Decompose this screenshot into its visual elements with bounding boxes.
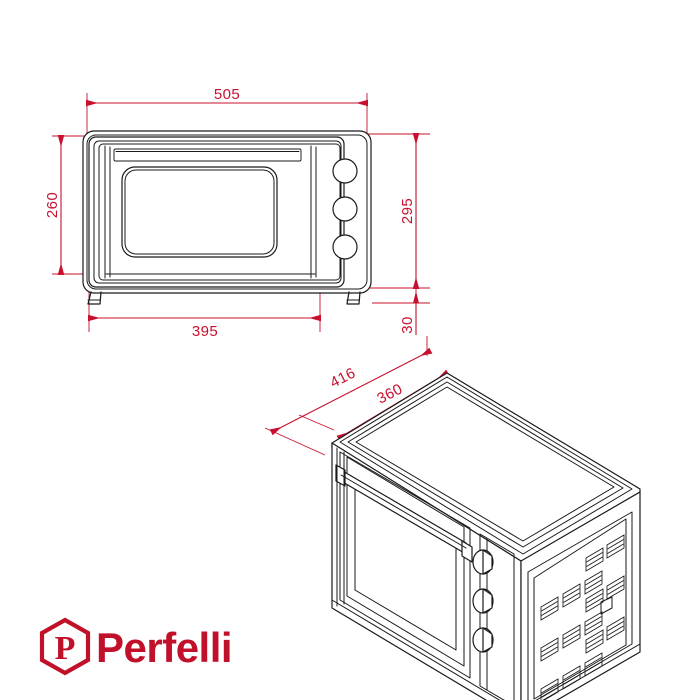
front-elevation-view: 505 260 295 30 395 [44,86,430,340]
vent-slot [585,629,604,654]
knob-3[interactable] [332,234,358,260]
perfelli-hexagon-icon: P [39,617,91,676]
knob-1[interactable] [332,158,358,184]
iso-top-face-inner-1 [339,376,633,555]
iso-foot-right [600,596,613,615]
glass-window-inner [124,169,275,255]
iso-side-vent-grille [527,511,633,700]
vent-slot [562,583,581,608]
dimension-label-30: 30 [399,316,416,334]
vent-slot [584,611,603,636]
brand-name: Perfelli [96,624,232,671]
iso-knob-2-side [482,588,493,614]
front-control-panel [332,158,358,260]
oven-shell-inner-line [86,134,368,290]
iso-front-skirt [331,599,501,700]
brand-logo: P Perfelli [39,617,233,676]
handle-end-left [335,464,346,487]
vent-slot [540,596,559,621]
vent-slot [585,547,604,572]
vent-slot [584,652,603,677]
dimension-width-overall: 505 [86,86,368,107]
dimension-label-260: 260 [44,192,61,218]
foot-right [346,291,361,305]
foot-left [87,291,102,305]
dimension-height-feet: 30 [399,291,419,335]
vent-slot [606,534,625,559]
vent-panel-outer [527,511,633,700]
iso-oven-body [331,372,641,700]
front-oven-feet [87,291,361,305]
dimension-label-395: 395 [192,323,218,340]
handle-end-right [461,540,473,563]
vent-slot-grid [540,534,625,700]
iso-right-skirt [542,643,641,700]
vent-panel-inner [533,518,627,700]
iso-knob-3-side [482,627,493,653]
iso-knob-1-side [482,549,493,575]
dimension-label-295: 295 [399,198,416,224]
iso-door-frame-outer [339,451,471,679]
iso-control-panel [472,533,515,700]
dimension-height-door: 260 [44,135,65,275]
iso-right-face [520,491,641,700]
vent-slot [584,570,603,595]
knob-2[interactable] [332,196,358,222]
vent-slot [562,665,581,690]
vent-slot [585,588,604,613]
iso-door-frame-mid [346,456,465,667]
front-door-vent-strip [113,148,302,162]
isometric-perspective-view: 416 360 [264,336,641,700]
dimension-height-overall: 295 [399,133,420,289]
vent-slot [606,575,625,600]
vent-slot [606,616,625,641]
vent-slot [540,678,559,700]
handle-highlight [340,474,467,549]
hexagon-icon [39,617,91,676]
iso-top-face-inner-2 [347,381,624,548]
iso-top-face-inner-3 [355,386,615,542]
vent-slot [540,637,559,662]
vent-slot [562,624,581,649]
dimension-width-door: 395 [88,314,321,340]
dimension-label-505: 505 [214,86,240,103]
vent-strip [113,148,302,162]
glass-window-outer [121,166,278,258]
front-door-window [121,166,278,258]
iso-door-handle[interactable] [335,464,473,563]
brand-mark-letter: P [55,630,76,667]
